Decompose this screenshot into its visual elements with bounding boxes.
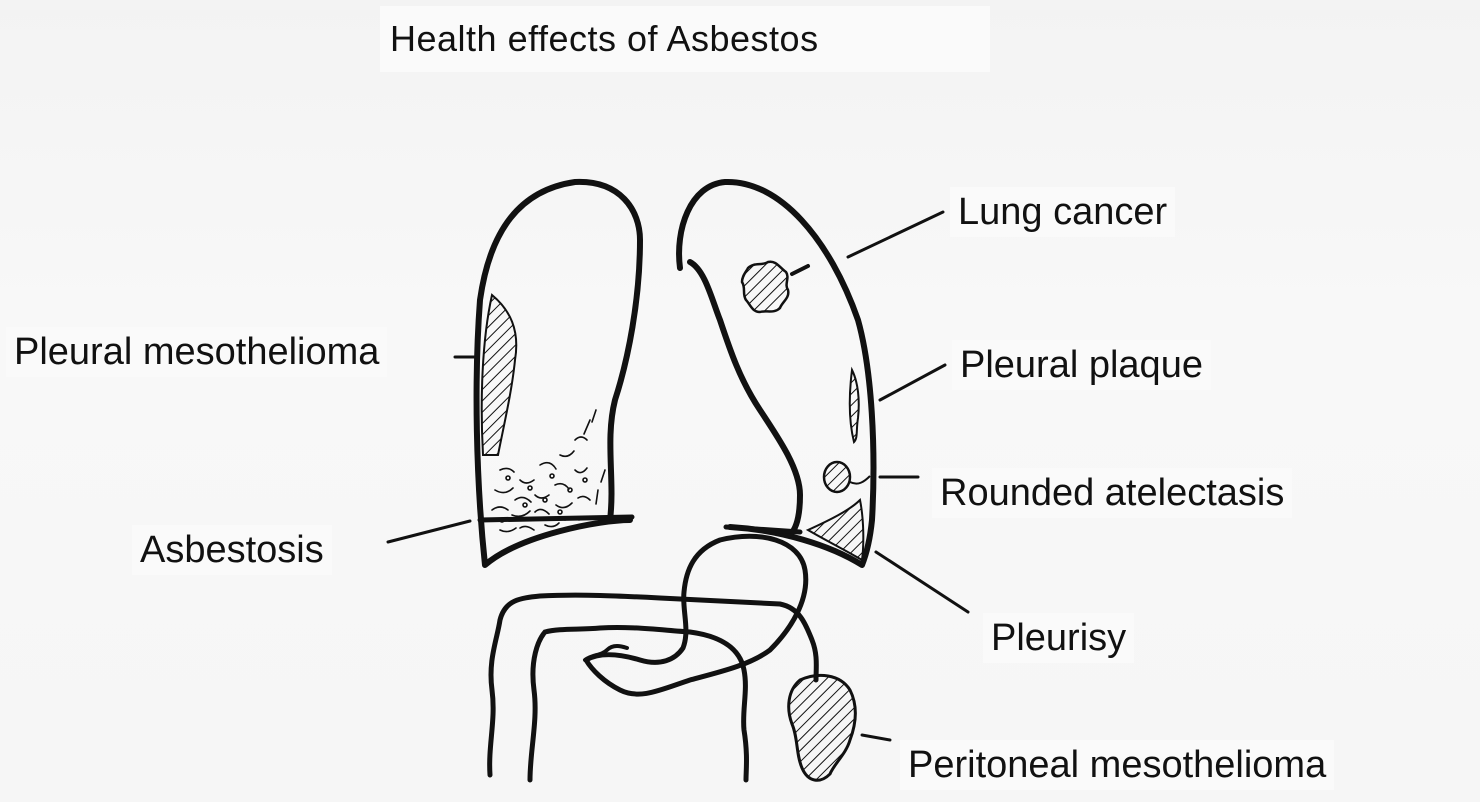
leader-lung-cancer [848, 212, 943, 257]
pleural-mesothelioma-lesion [482, 295, 517, 455]
label-pleural-mesothelioma: Pleural mesothelioma [6, 327, 387, 377]
leader-asbestosis [388, 521, 470, 542]
leader-plaque [880, 365, 945, 400]
abdomen-inner-left [530, 627, 747, 780]
leader-peritoneal [862, 735, 890, 740]
label-asbestosis: Asbestosis [132, 525, 332, 575]
left-lung-outline [679, 182, 873, 565]
intestine-loop [586, 536, 806, 694]
diaphragm-right [480, 517, 632, 520]
label-lung-cancer: Lung cancer [950, 187, 1175, 237]
label-pleurisy: Pleurisy [983, 613, 1134, 663]
abdomen-outer-left [490, 595, 817, 775]
asbestosis-fibrosis [492, 410, 605, 532]
page-title: Health effects of Asbestos [380, 6, 990, 72]
pleural-plaque-lesion [850, 370, 859, 442]
diaphragm-left [726, 527, 800, 532]
lung-cancer-lesion [742, 262, 788, 312]
rounded-atelectasis-lesion [824, 462, 850, 492]
label-peritoneal-mesothelioma: Peritoneal mesothelioma [900, 740, 1334, 790]
label-pleural-plaque: Pleural plaque [952, 340, 1211, 390]
leader-pleurisy [876, 552, 968, 612]
lung-cancer-dash [792, 266, 808, 274]
peritoneal-mesothelioma-lesion [789, 675, 856, 780]
rounded-atelectasis-tail [850, 476, 870, 484]
label-rounded-atelectasis: Rounded atelectasis [932, 468, 1292, 518]
